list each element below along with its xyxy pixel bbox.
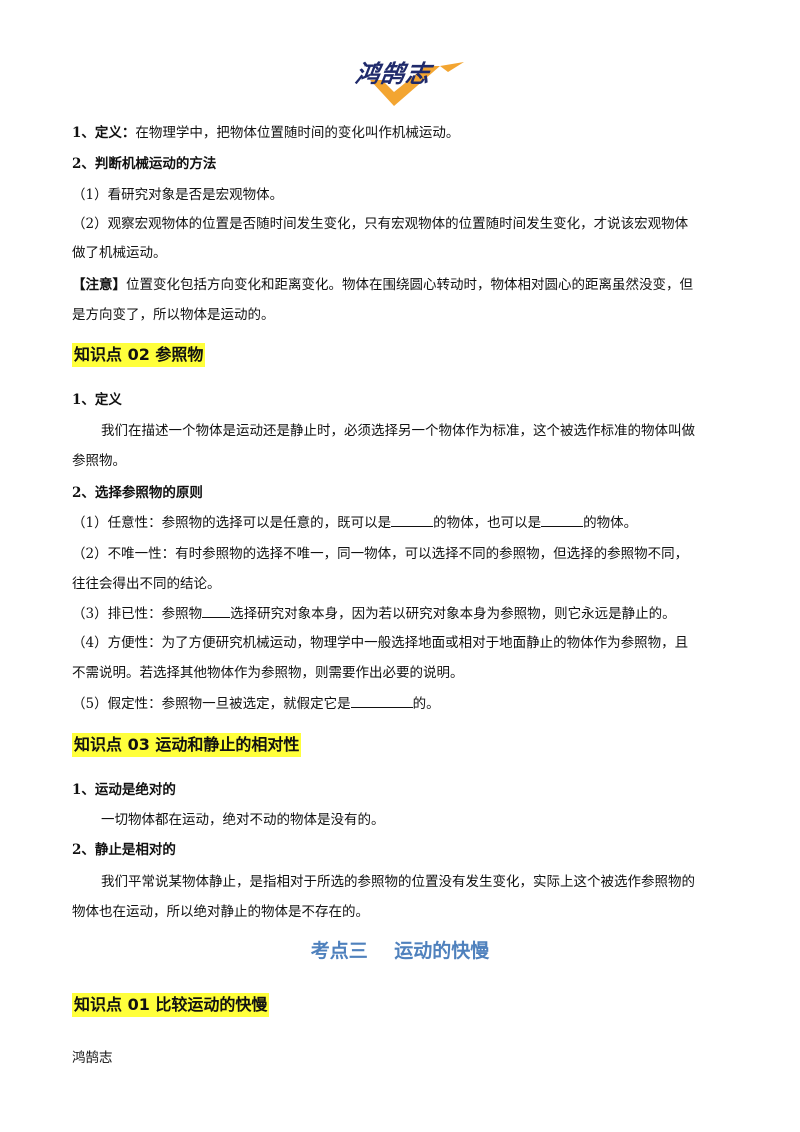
definition-line: 1、定义：在物理学中，把物体位置随时间的变化叫作机械运动。 (72, 124, 459, 142)
section-3-title: 考点三 运动的快慢 (310, 940, 490, 962)
kp03-text-2-line-2: 物体也在运动，所以绝对静止的物体是不存在的。 (72, 904, 369, 920)
method-2-line-2: 做了机械运动。 (72, 245, 167, 261)
principle-1: （1）任意性：参照物的选择可以是任意的，既可以是 的物体，也可以是 的物体。 (72, 514, 637, 532)
logo-check-mark (370, 62, 464, 106)
kp02-def-line-2: 参照物。 (72, 453, 126, 469)
definition-text: 在物理学中，把物体位置随时间的变化叫作机械运动。 (135, 125, 460, 141)
principle-3: （3）排已性：参照物 选择研究对象本身，因为若以研究对象本身为参照物，则它永远是静… (72, 605, 676, 623)
principle-2-line-2: 往往会得出不同的结论。 (72, 576, 221, 592)
kp02-principle-heading: 2、选择参照物的原则 (72, 485, 203, 501)
principle-4-line-1: （4）方便性：为了方便研究机械运动，物理学中一般选择地面或相对于地面静止的物体作… (72, 635, 689, 651)
principle-1-text-b: 的物体，也可以是 (433, 515, 542, 531)
footer-text: 鸿鹄志 (72, 1050, 113, 1066)
note-line-2: 是方向变了，所以物体是运动的。 (72, 307, 275, 323)
logo: 鸿鹄志 (352, 50, 468, 110)
note-line-1: 【注意】位置变化包括方向变化和距离变化。物体在围绕圆心转动时，物体相对圆心的距离… (72, 276, 693, 294)
kp02-def-heading: 1、定义 (72, 392, 122, 408)
principle-1-text-a: （1）任意性：参照物的选择可以是任意的，既可以是 (72, 515, 392, 531)
principle-4-line-2: 不需说明。若选择其他物体作为参照物，则需要作出必要的说明。 (72, 665, 464, 681)
method-1: （1）看研究对象是否是宏观物体。 (72, 187, 284, 203)
principle-5-text-a: （5）假定性：参照物一旦被选定，就假定它是 (72, 696, 351, 712)
logo-text: 鸿鹄志 (353, 60, 433, 88)
principle-5-text-b: 的。 (412, 696, 440, 712)
principle-1-text-c: 的物体。 (583, 515, 638, 531)
principle-3-text-b: 选择研究对象本身，因为若以研究对象本身为参照物，则它永远是静止的。 (230, 606, 676, 622)
principle-3-text-a: （3）排已性：参照物 (72, 606, 203, 622)
answer-blank (350, 695, 413, 708)
method-heading: 2、判断机械运动的方法 (72, 156, 217, 172)
kp02-title: 知识点 02 参照物 (72, 343, 206, 367)
note-label: 【注意】 (72, 277, 126, 293)
kp03-heading-2: 2、静止是相对的 (72, 842, 176, 858)
method-2-line-1: （2）观察宏观物体的位置是否随时间发生变化，只有宏观物体的位置随时间发生变化，才… (72, 216, 689, 232)
principle-2-line-1: （2）不唯一性：有时参照物的选择不唯一，同一物体，可以选择不同的参照物，但选择的… (72, 546, 689, 562)
kp02-def-line-1: 我们在描述一个物体是运动还是静止时，必须选择另一个物体作为标准，这个被选作标准的… (101, 423, 695, 439)
answer-blank (541, 514, 584, 527)
kp03-text-2-line-1: 我们平常说某物体静止，是指相对于所选的参照物的位置没有发生变化，实际上这个被选作… (101, 874, 695, 890)
answer-blank (391, 514, 434, 527)
principle-5: （5）假定性：参照物一旦被选定，就假定它是 的。 (72, 695, 440, 713)
kp03-heading-1: 1、运动是绝对的 (72, 782, 176, 798)
kp01-title: 知识点 01 比较运动的快慢 (72, 993, 270, 1017)
definition-label: 1、定义： (72, 125, 136, 141)
kp03-title: 知识点 03 运动和静止的相对性 (72, 733, 302, 757)
kp03-text-1: 一切物体都在运动，绝对不动的物体是没有的。 (101, 812, 385, 828)
note-text: 位置变化包括方向变化和距离变化。物体在围绕圆心转动时，物体相对圆心的距离虽然没变… (126, 277, 693, 293)
answer-blank (202, 605, 231, 618)
